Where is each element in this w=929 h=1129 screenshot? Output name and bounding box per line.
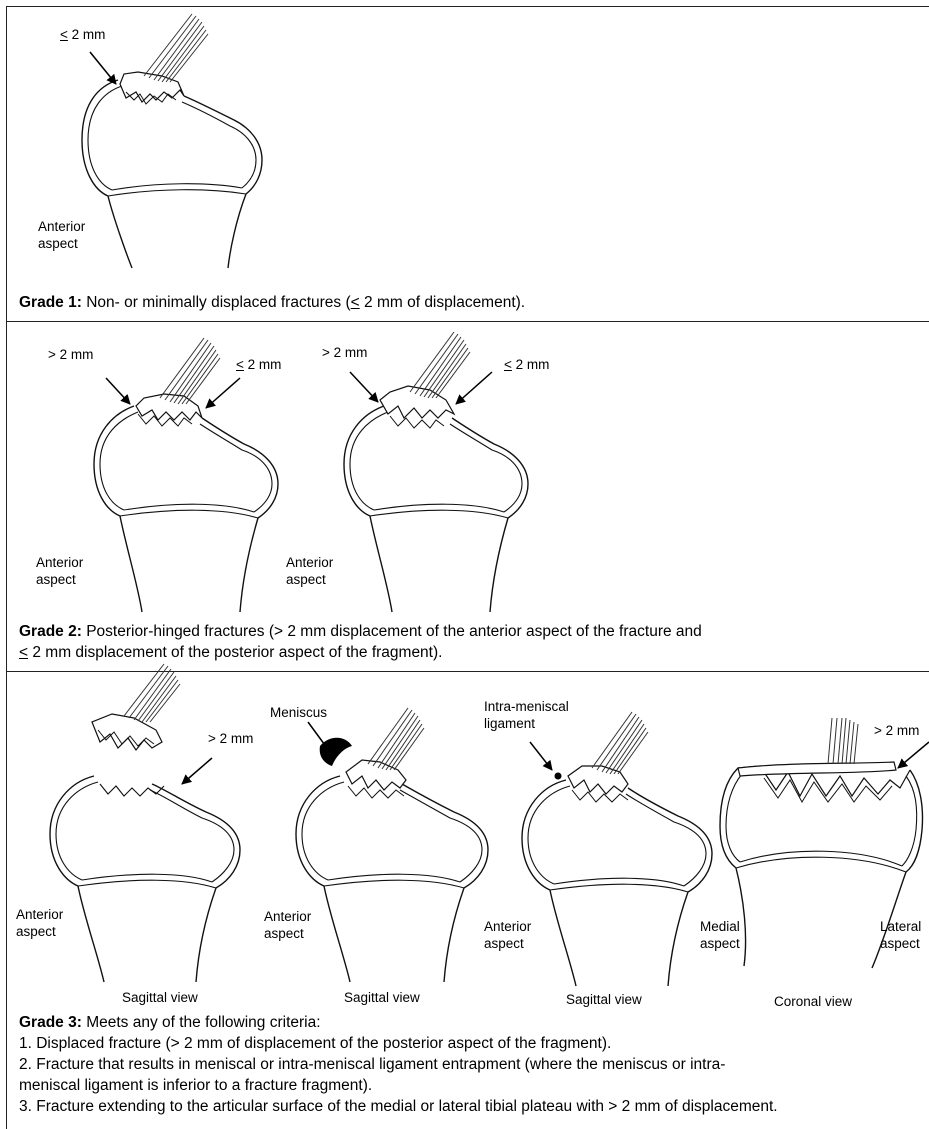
grade-1-tibia: [82, 14, 262, 268]
grade-2-left-le-arrow: [206, 378, 240, 408]
grade-3-criterion-1: 1. Displaced fracture (> 2 mm of displac…: [19, 1033, 778, 1054]
grade-3-tibia-1: [50, 664, 240, 982]
intra-meniscal-arrow: [530, 742, 552, 770]
grade-3-gt-label-1: > 2 mm: [208, 730, 253, 747]
coronal-gt-arrow: [898, 742, 929, 768]
grade-2-left-le-label: < 2 mm: [236, 356, 281, 373]
grade-3-tibia-3: [522, 712, 712, 986]
grade-3-gt-arrow-1: [182, 758, 212, 784]
grade-3-caption: Grade 3: Meets any of the following crit…: [19, 1012, 778, 1117]
grade-3-criterion-2-cont: meniscal ligament is inferior to a fract…: [19, 1075, 778, 1096]
sagittal-view-label-3: Sagittal view: [566, 992, 642, 1007]
grade-2-tibia-left: [94, 338, 278, 612]
grade-3-criterion-2: 2. Fracture that results in meniscal or …: [19, 1054, 778, 1075]
meniscus-arrow: [308, 722, 330, 752]
grade-3-criterion-3: 3. Fracture extending to the articular s…: [19, 1096, 778, 1117]
grade-2-right-le-label: < 2 mm: [504, 356, 549, 373]
grade-2-caption: Grade 2: Posterior-hinged fractures (> 2…: [19, 621, 702, 663]
meniscus-label: Meniscus: [270, 704, 327, 721]
grade-2-tibia-right: [344, 332, 528, 612]
grade-2-left-gt-arrow: [106, 378, 130, 404]
grade-1-caption: Grade 1: Non- or minimally displaced fra…: [19, 292, 525, 313]
grade-1-le-label: < 2 mm: [60, 26, 105, 43]
intra-meniscal-ligament-dot: [555, 773, 562, 780]
grade-2-right-gt-arrow: [350, 372, 378, 402]
grade-2-left-gt-label: > 2 mm: [48, 346, 93, 363]
sagittal-view-label-2: Sagittal view: [344, 990, 420, 1005]
grade-1-arrow: [90, 52, 116, 84]
coronal-view-label: Coronal view: [774, 994, 852, 1009]
grade-3-gt-label-coronal: > 2 mm: [874, 722, 919, 739]
grade-2-right-le-arrow: [456, 372, 492, 404]
grade-3-tibia-2: [296, 708, 488, 982]
grade-2-right-gt-label: > 2 mm: [322, 344, 367, 361]
sagittal-view-label-1: Sagittal view: [122, 990, 198, 1005]
meniscus-shape: [320, 738, 352, 766]
